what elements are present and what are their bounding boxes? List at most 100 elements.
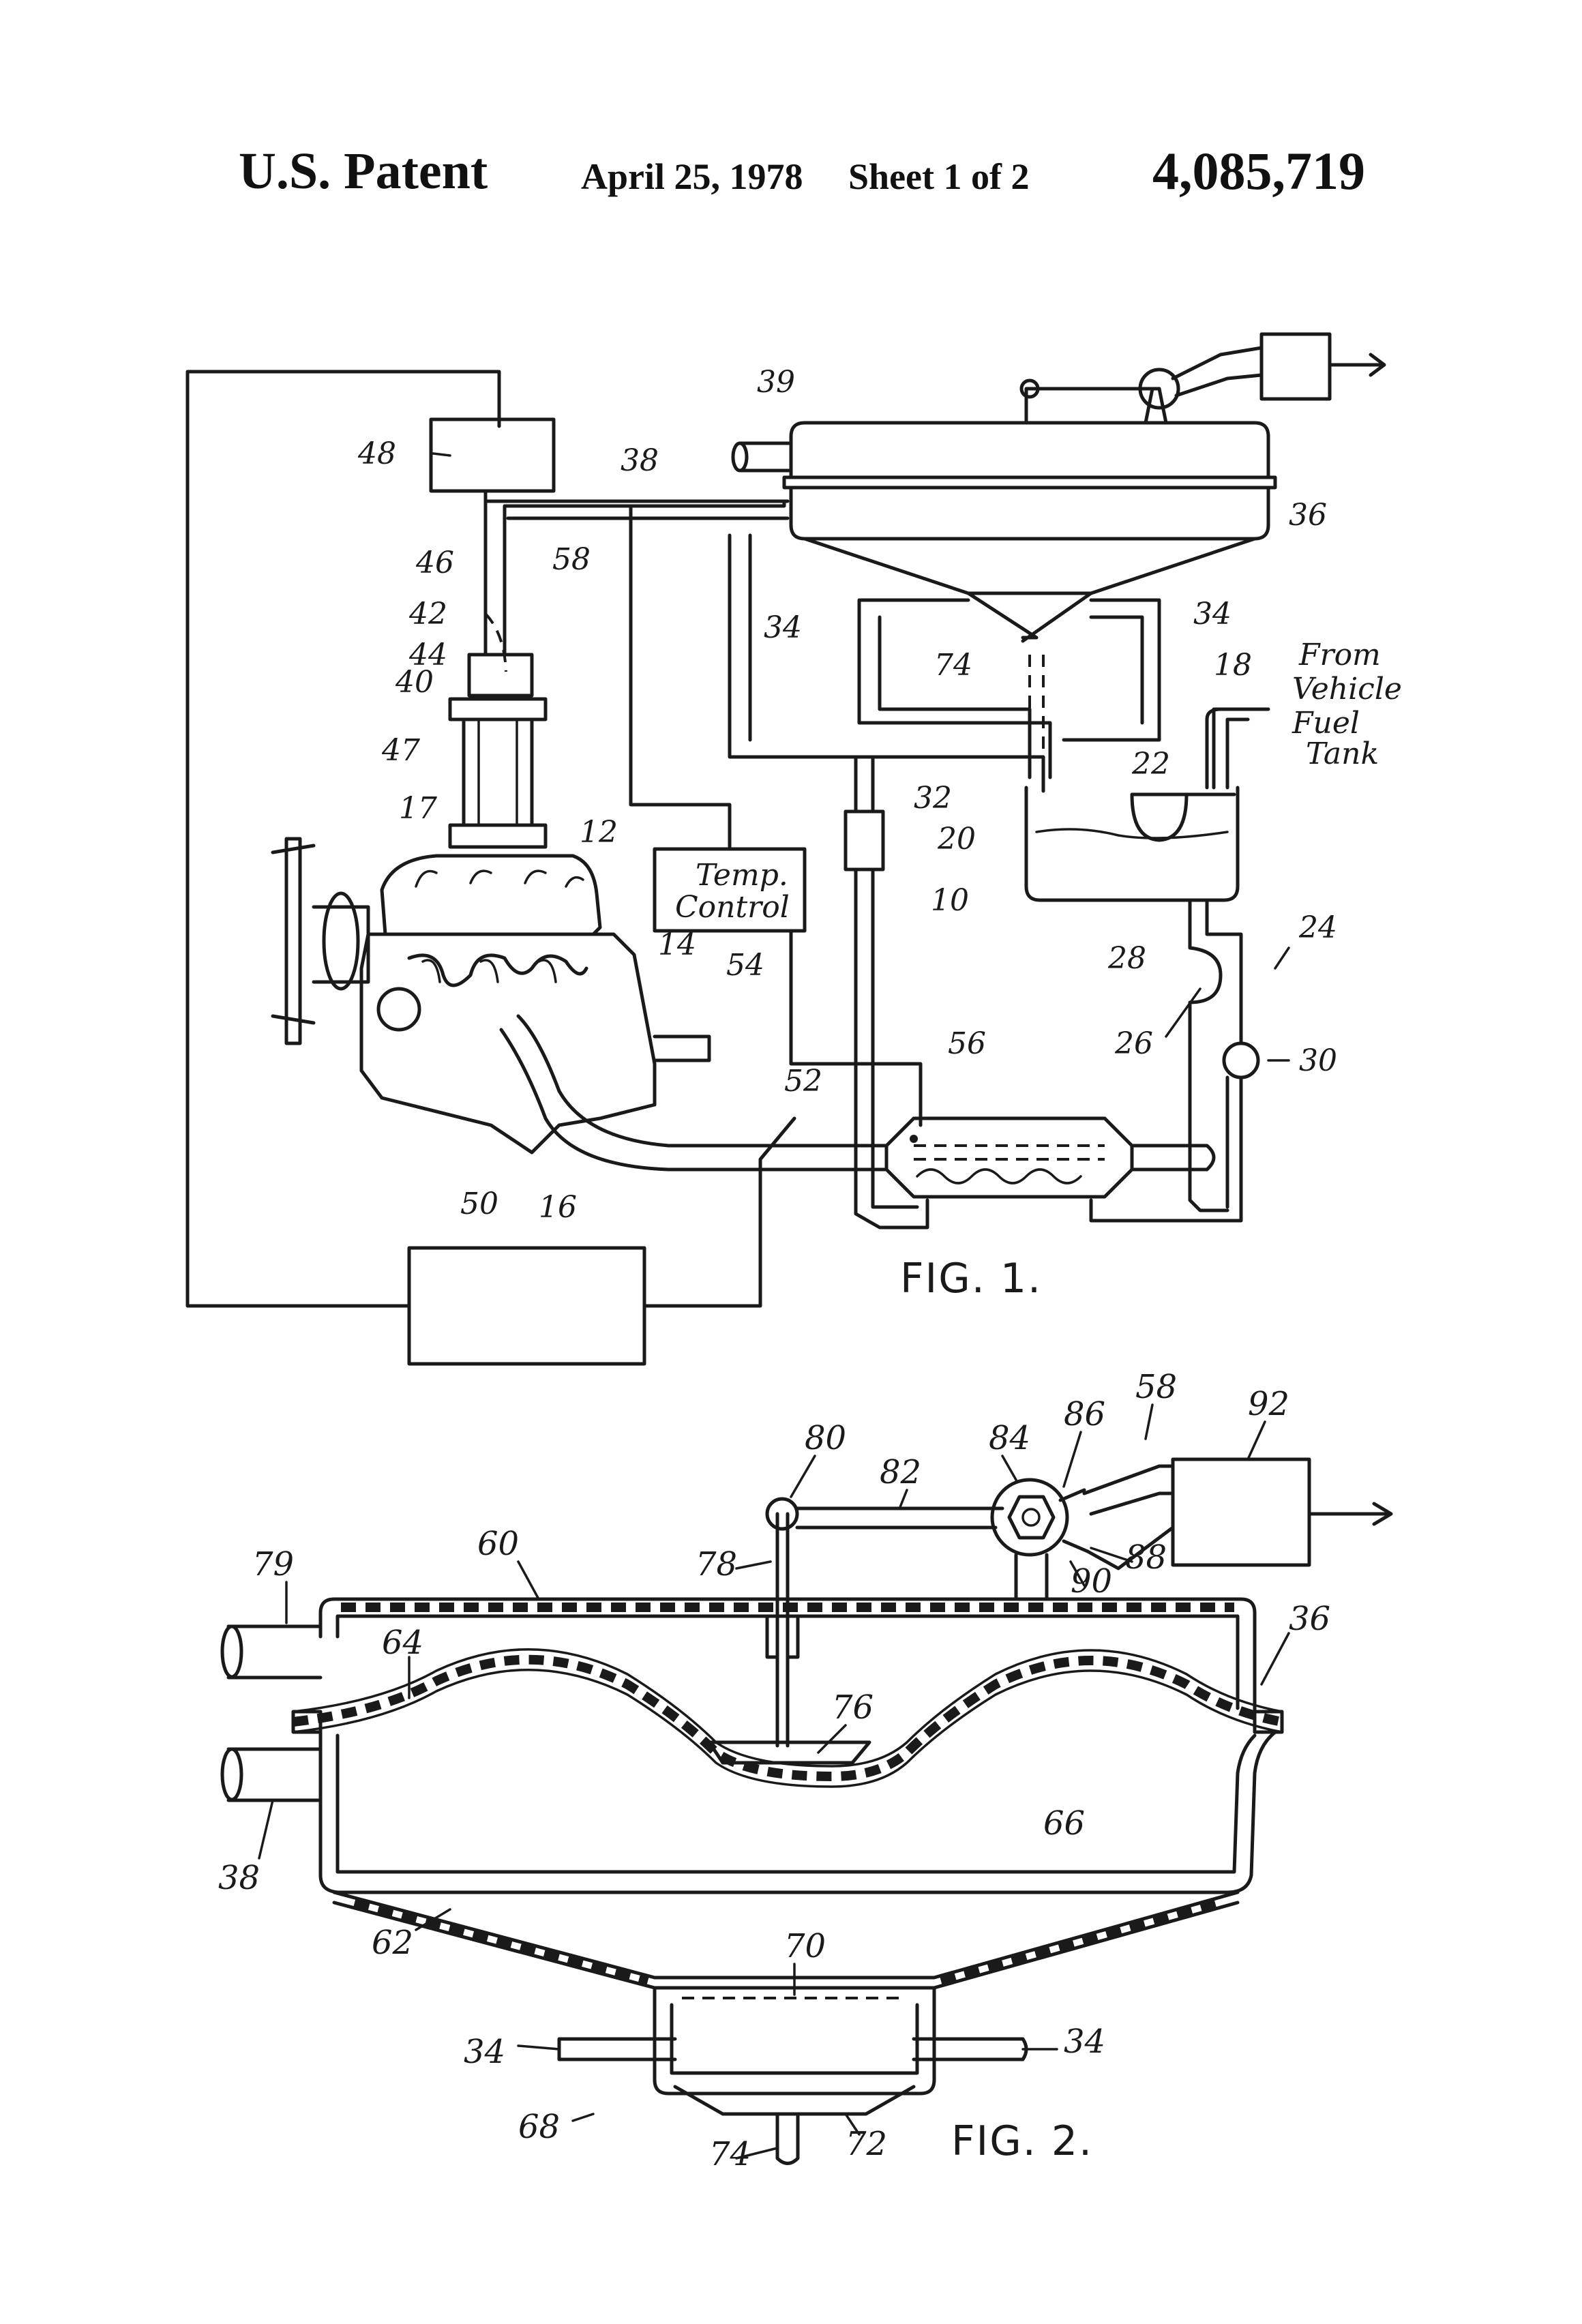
fig1-temp-control-label2: Control xyxy=(675,890,790,925)
fig1-line-28 xyxy=(1190,900,1241,1210)
fig2-ref-84: 84 xyxy=(989,1419,1030,1457)
fig2-ref-34a: 34 xyxy=(464,2033,505,2071)
fig1-tube-47-inner xyxy=(479,719,517,825)
fig2-rod-78 xyxy=(777,1514,788,1746)
fig2-pipe-38-end xyxy=(222,1749,241,1800)
fig1-pipe-38-top xyxy=(508,501,788,518)
fig1-ref-24: 24 xyxy=(1298,910,1337,945)
fig1-valve-linkage xyxy=(1021,334,1384,423)
fig1-ref-17: 17 xyxy=(399,791,437,826)
fig1-temp-control-label: Temp. xyxy=(696,858,788,893)
fig1-ref-34a: 34 xyxy=(764,610,802,645)
fig2-ref-88: 88 xyxy=(1125,1538,1167,1577)
fig2-pipe-34-right xyxy=(914,2039,1026,2059)
fig2-ref-86: 86 xyxy=(1064,1395,1105,1433)
fig2-ref-60: 60 xyxy=(477,1525,519,1563)
fig1-ref-12: 12 xyxy=(580,815,618,850)
fig1-line-34-right xyxy=(1064,600,1159,740)
fig1-ref-74: 74 xyxy=(934,648,972,683)
fig1-ref-40: 40 xyxy=(395,665,434,700)
fig2-ref-79: 79 xyxy=(252,1545,294,1583)
fig2-collar xyxy=(767,1616,798,1657)
fig1-ref-10: 10 xyxy=(931,883,969,918)
fig1-line-32 xyxy=(856,757,927,1227)
fig1-control-loop xyxy=(188,372,499,1306)
fig2-ref-62: 62 xyxy=(372,1924,413,1962)
fig1-float-bowl-20 xyxy=(1026,709,1248,900)
fig1-exhaust-pipe xyxy=(501,1016,886,1170)
fig1-ref-39: 39 xyxy=(757,365,795,400)
fig2-leader-lines xyxy=(259,1405,1289,2158)
fig1-ref-38: 38 xyxy=(621,443,659,478)
fig1-ref-50: 50 xyxy=(460,1187,498,1221)
fig1-diagram: Temp. Control xyxy=(188,334,1384,1364)
fig1-fuel-note-2: Vehicle xyxy=(1292,672,1402,706)
fig1-ref-14: 14 xyxy=(658,927,696,962)
fig1-line-30-down xyxy=(1091,1077,1241,1221)
fig2-pipe-79-end xyxy=(222,1626,241,1677)
fig2-ref-38: 38 xyxy=(218,1859,260,1897)
fig1-ref-30: 30 xyxy=(1299,1043,1337,1078)
fig2-ref-76: 76 xyxy=(832,1688,874,1727)
fig2-switch-post xyxy=(1016,1555,1047,1599)
fig2-ref-82: 82 xyxy=(880,1453,921,1491)
fig2-contacts xyxy=(1060,1490,1088,1551)
fig2-pivot-80 xyxy=(767,1499,797,1529)
fig1-caption: FIG. 1. xyxy=(900,1255,1042,1302)
fig1-tube-47 xyxy=(464,719,532,825)
fig1-ref-22: 22 xyxy=(1131,747,1170,781)
fig1-ref-28: 28 xyxy=(1107,941,1146,976)
fig2-ref-74: 74 xyxy=(709,2135,751,2173)
fig2-caption: FIG. 2. xyxy=(951,2117,1093,2165)
fig1-valve-32 xyxy=(846,811,883,869)
fig1-labels: 39 48 38 36 58 46 42 34 34 44 40 74 18 F… xyxy=(357,365,1402,1225)
fig1-ref-18: 18 xyxy=(1214,648,1252,683)
fig1-pump-30 xyxy=(1224,1043,1258,1077)
fig1-ref-26: 26 xyxy=(1114,1026,1153,1061)
fig2-box-92 xyxy=(1173,1459,1309,1565)
fig2-outlet-74 xyxy=(777,2114,798,2164)
fig2-body-66 xyxy=(320,1732,1275,1892)
fig2-switch-84 xyxy=(992,1480,1067,1555)
fig2-ref-68: 68 xyxy=(518,2108,560,2146)
fig1-ref-56: 56 xyxy=(948,1026,986,1061)
fig1-fuel-note-4: Tank xyxy=(1306,736,1379,771)
fig2-switch-body xyxy=(1009,1497,1054,1538)
fig2-ref-34b: 34 xyxy=(1064,2023,1105,2061)
fig1-line-38 xyxy=(486,501,784,655)
fig1-converter-26 xyxy=(886,1118,1214,1197)
fig1-line-to-72 xyxy=(730,535,1043,791)
fig2-ref-78: 78 xyxy=(696,1545,737,1583)
fig2-link-82 xyxy=(797,1508,1002,1528)
fig1-line-58 xyxy=(631,508,730,849)
fig2-ref-36: 36 xyxy=(1289,1600,1330,1638)
fig1-ref-16: 16 xyxy=(539,1190,577,1225)
fig2-cup-72 xyxy=(675,2087,914,2114)
fig1-carburetor-40 xyxy=(469,655,532,696)
fig1-flange-top xyxy=(450,699,546,719)
fig1-fuel-note-1: From xyxy=(1298,638,1381,672)
fig2-diagram xyxy=(222,1459,1391,2164)
fig1-fuel-note-3: Fuel xyxy=(1292,706,1360,741)
fig1-ref-47: 47 xyxy=(381,733,420,768)
fig2-pipe-34-left xyxy=(559,2039,675,2059)
fig2-ref-80: 80 xyxy=(805,1419,846,1457)
fig1-ref-36: 36 xyxy=(1289,498,1327,533)
fig2-ref-72: 72 xyxy=(846,2125,887,2163)
fig1-ref-48: 48 xyxy=(357,436,396,471)
fig1-line-74 xyxy=(1030,655,1043,750)
fig1-ref-52: 52 xyxy=(784,1064,822,1099)
fig2-ref-70: 70 xyxy=(784,1927,826,1965)
fig1-ref-42: 42 xyxy=(408,597,447,631)
fig1-base-17 xyxy=(450,825,546,847)
fig1-ref-20: 20 xyxy=(937,822,976,856)
fig2-ref-58: 58 xyxy=(1135,1368,1177,1406)
fig2-ref-64: 64 xyxy=(382,1624,423,1662)
fig1-ref-58: 58 xyxy=(552,542,591,577)
fig1-box-50 xyxy=(409,1248,644,1364)
fig1-ref-46: 46 xyxy=(415,546,454,580)
fig2-outlet-68 xyxy=(655,1988,934,2094)
fig2-ref-66: 66 xyxy=(1043,1804,1085,1843)
fig2-output-arrow xyxy=(1309,1504,1391,1524)
